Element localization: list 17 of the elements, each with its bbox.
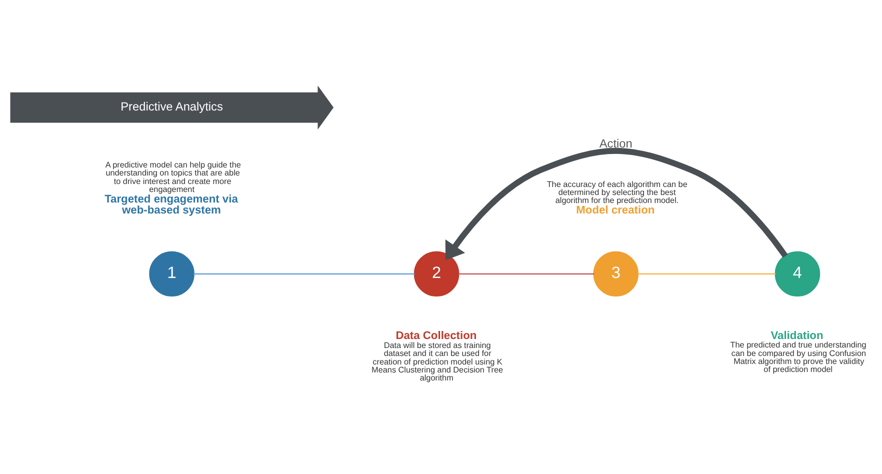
node-circle: 2	[414, 250, 460, 296]
node-label: The accuracy of each algorithm can be determined by selecting the best algorithm for the prediction model.	[546, 179, 688, 205]
node-circle: 4	[774, 250, 820, 296]
node-label: A predictive model can help guide the understanding on topics that are able to drive interest and create more engagement	[105, 160, 241, 194]
connector	[458, 272, 594, 274]
node-label: Targeted engagement via web-based system	[104, 193, 238, 216]
node-label: Model creation	[576, 204, 655, 216]
node-circle: 3	[593, 250, 639, 296]
node-label: The predicted and true understanding can be compared by using Confusion Matrix algorithm to prove the validity of prediction model	[730, 340, 866, 374]
connector	[638, 272, 776, 274]
node-circle: 1	[149, 250, 194, 296]
node-label: Data Collection	[396, 330, 477, 342]
node-label: Validation	[770, 329, 824, 342]
edge-label: Action	[599, 136, 632, 150]
arrow	[445, 147, 788, 260]
node-label: Data will be stored as training dataset and it can be used for creation of prediction model using K Means Clustering and Decision Tree algorithm	[372, 340, 504, 382]
connector	[193, 272, 415, 274]
